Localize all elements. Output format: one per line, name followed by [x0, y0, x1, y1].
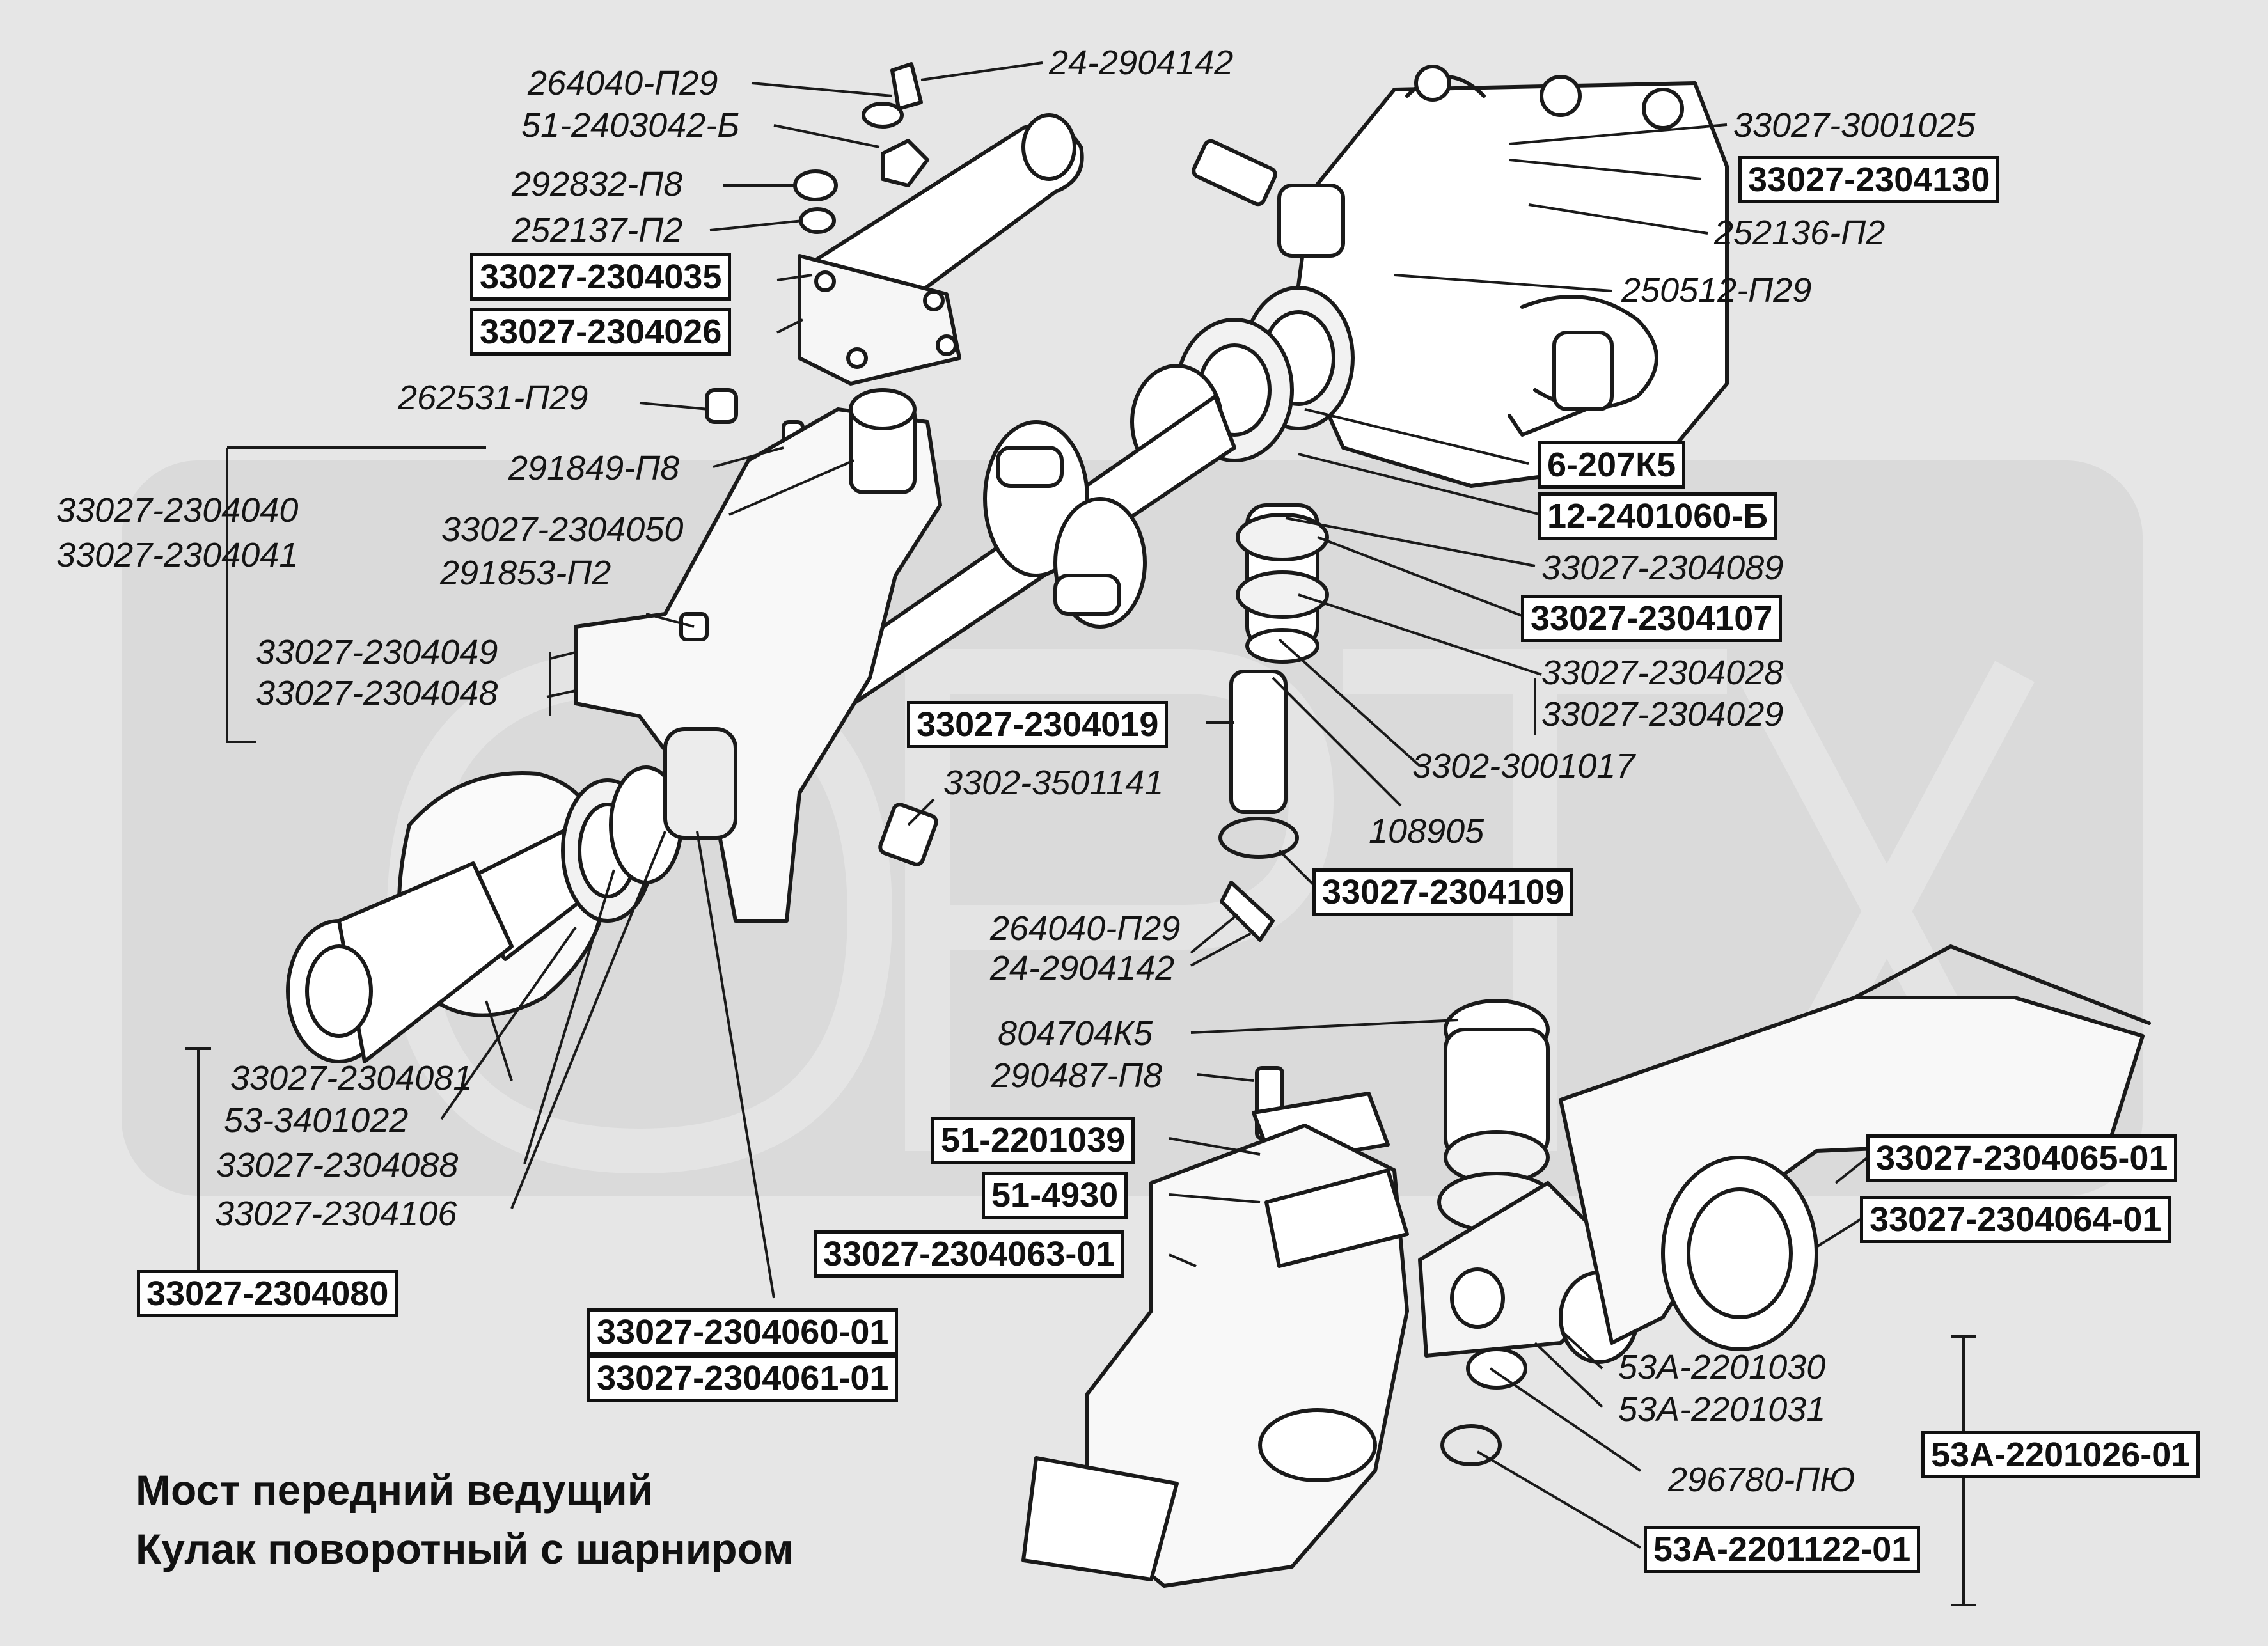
callout-24-2904142-top: 24-2904142	[1049, 43, 1234, 82]
callout-51-2403042-b: 51-2403042-Б	[521, 106, 740, 145]
diagram-title-line-2: Кулак поворотный с шарниром	[136, 1525, 794, 1572]
callout-33027-2304080: 33027-2304080	[137, 1270, 398, 1317]
callout-33027-2304041: 33027-2304041	[56, 536, 299, 574]
callout-291853-p2: 291853-П2	[440, 554, 611, 592]
callout-53-3401022: 53-3401022	[224, 1101, 409, 1140]
callout-292832-p8: 292832-П8	[512, 165, 683, 203]
callout-264040-p29-mid: 264040-П29	[990, 909, 1181, 948]
callout-33027-2304049: 33027-2304049	[256, 633, 498, 671]
callout-33027-2304050: 33027-2304050	[441, 510, 684, 549]
callout-252136-p2: 252136-П2	[1714, 214, 1886, 252]
callout-53a-2201122-01: 53А-2201122-01	[1644, 1526, 1921, 1573]
callout-33027-2304088: 33027-2304088	[216, 1146, 459, 1184]
callout-33027-3001025: 33027-3001025	[1733, 106, 1976, 145]
diagram-title-line-1: Мост передний ведущий	[136, 1466, 654, 1514]
callout-33027-2304060-01: 33027-2304060-01	[587, 1308, 899, 1356]
callout-296780-pyu: 296780-ПЮ	[1668, 1461, 1855, 1499]
callout-33027-2304081: 33027-2304081	[230, 1059, 473, 1097]
callout-24-2904142-mid: 24-2904142	[990, 949, 1175, 987]
callout-33027-2304048: 33027-2304048	[256, 674, 498, 712]
callout-53a-2201031: 53А-2201031	[1618, 1390, 1826, 1429]
callout-33027-2304028: 33027-2304028	[1541, 654, 1784, 692]
callout-33027-2304019: 33027-2304019	[907, 701, 1169, 748]
callout-33027-2304029: 33027-2304029	[1541, 695, 1784, 733]
callout-33027-2304065-01: 33027-2304065-01	[1866, 1134, 2178, 1182]
callout-6-207k5: 6-207К5	[1538, 441, 1686, 489]
callout-804704k5: 804704К5	[998, 1014, 1153, 1053]
callout-33027-2304107: 33027-2304107	[1521, 595, 1783, 642]
callout-252137-p2: 252137-П2	[512, 211, 683, 249]
callout-33027-2304040: 33027-2304040	[56, 491, 299, 529]
callout-51-4930: 51-4930	[982, 1172, 1128, 1219]
callout-53a-2201026-01: 53А-2201026-01	[1921, 1431, 2200, 1478]
callout-108905: 108905	[1369, 812, 1484, 850]
callout-264040-p29-top: 264040-П29	[528, 64, 718, 102]
callout-262531-p29: 262531-П29	[398, 379, 588, 417]
callout-3302-3501141: 3302-3501141	[943, 764, 1164, 802]
callout-33027-2304130: 33027-2304130	[1738, 156, 2000, 203]
callout-250512-p29: 250512-П29	[1621, 271, 1812, 310]
callout-33027-2304035: 33027-2304035	[470, 253, 732, 301]
callout-33027-2304106: 33027-2304106	[215, 1195, 457, 1233]
callout-291849-p8: 291849-П8	[508, 449, 680, 487]
callout-33027-2304089: 33027-2304089	[1541, 549, 1784, 587]
callout-53a-2201030: 53А-2201030	[1618, 1348, 1826, 1386]
callout-33027-2304109: 33027-2304109	[1312, 868, 1574, 916]
callout-290487-p8: 290487-П8	[991, 1056, 1163, 1095]
callout-12-2401060-b: 12-2401060-Б	[1538, 492, 1778, 540]
callout-33027-2304026: 33027-2304026	[470, 308, 732, 356]
callout-33027-2304061-01: 33027-2304061-01	[587, 1354, 899, 1402]
callout-33027-2304064-01: 33027-2304064-01	[1860, 1196, 2171, 1243]
callout-3302-3001017: 3302-3001017	[1412, 747, 1635, 785]
callout-51-2201039: 51-2201039	[931, 1117, 1135, 1164]
callout-33027-2304063-01: 33027-2304063-01	[814, 1230, 1125, 1278]
parts-drawing	[286, 62, 2151, 1588]
